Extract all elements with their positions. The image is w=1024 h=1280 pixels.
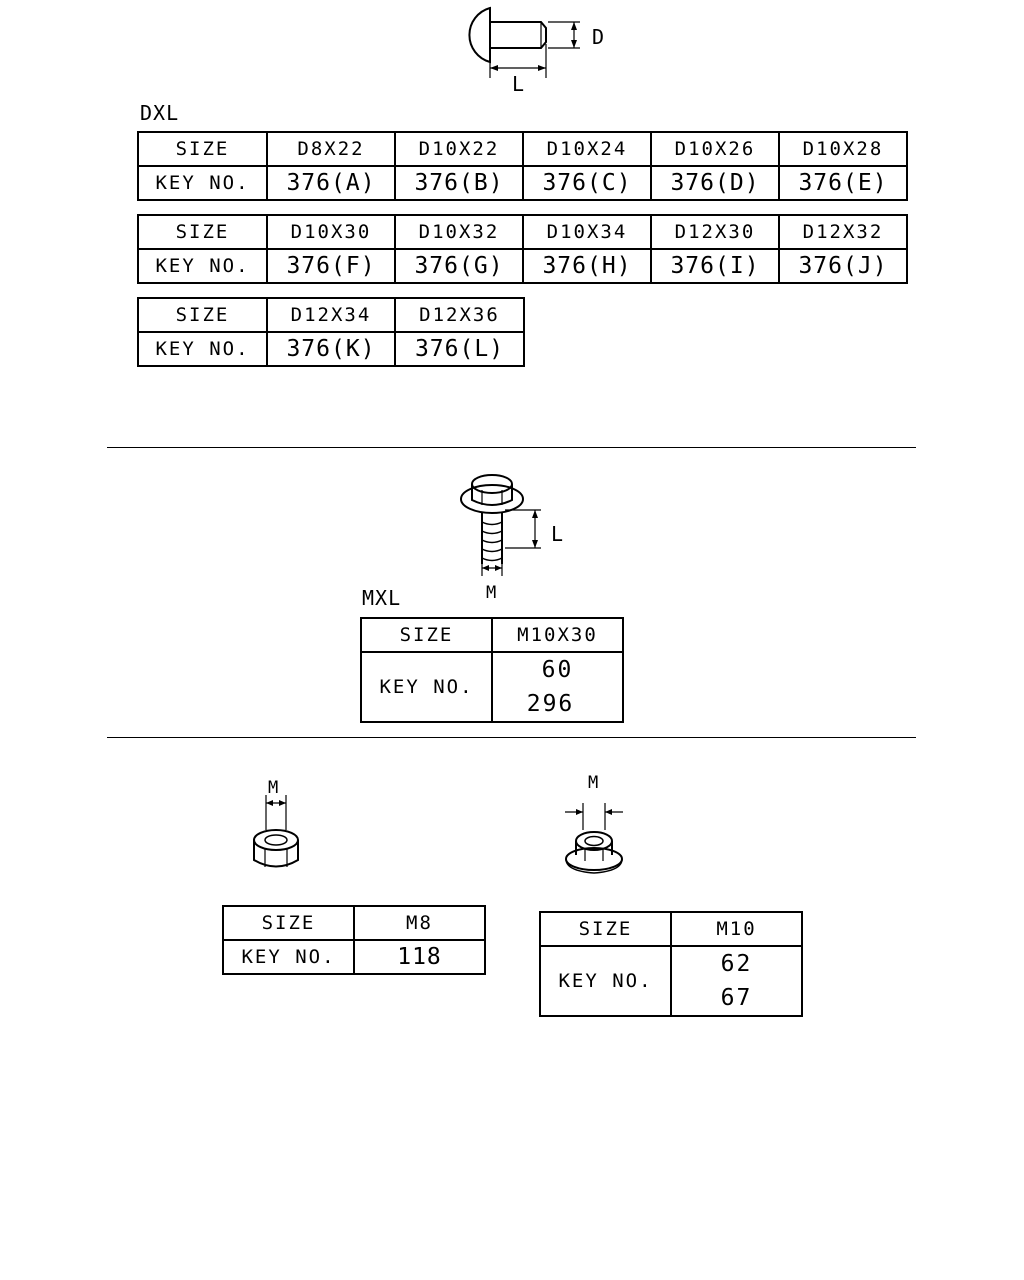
hex-nut-drawing xyxy=(253,795,299,868)
key-no-cell: 60 296 xyxy=(491,651,624,723)
bolt-dim-l-label: L xyxy=(551,522,565,546)
rivet-size-table-3: SIZE D12X34 D12X36 KEY NO. 376(K) 376(L) xyxy=(137,297,525,367)
size-cell: D10X30 xyxy=(266,214,396,250)
key-no-cell: 376(K) xyxy=(266,331,396,367)
key-no-cell: 376(C) xyxy=(522,165,652,201)
rivet-dim-l-label: L xyxy=(512,72,526,96)
key-no-header-cell: KEY NO. xyxy=(360,651,493,723)
key-no-cell: 376(D) xyxy=(650,165,780,201)
rivet-drawing xyxy=(468,6,580,78)
key-no-value: 296 xyxy=(526,691,575,717)
key-no-cell: 376(A) xyxy=(266,165,396,201)
key-no-header-cell: KEY NO. xyxy=(137,165,268,201)
size-cell: D8X22 xyxy=(266,131,396,167)
size-cell: D12X36 xyxy=(394,297,525,333)
flange-nut-size-table: SIZE M10 KEY NO. 62 67 xyxy=(539,911,803,1017)
key-no-header-cell: KEY NO. xyxy=(137,248,268,284)
section-divider xyxy=(107,447,916,448)
flange-nut-drawing xyxy=(565,803,623,874)
size-header-cell: SIZE xyxy=(539,911,672,947)
flange-bolt-drawing xyxy=(460,474,541,576)
size-cell: D12X32 xyxy=(778,214,908,250)
size-cell: D10X32 xyxy=(394,214,524,250)
key-no-cell: 376(F) xyxy=(266,248,396,284)
key-no-cell: 376(E) xyxy=(778,165,908,201)
key-no-cell: 62 67 xyxy=(670,945,803,1017)
size-cell: M10X30 xyxy=(491,617,624,653)
rivet-size-table-2: SIZE D10X30 D10X32 D10X34 D12X30 D12X32 … xyxy=(137,214,908,284)
key-no-cell: 376(H) xyxy=(522,248,652,284)
size-cell: D10X34 xyxy=(522,214,652,250)
size-cell: D12X30 xyxy=(650,214,780,250)
size-cell: D10X24 xyxy=(522,131,652,167)
key-no-cell: 376(G) xyxy=(394,248,524,284)
key-no-header-cell: KEY NO. xyxy=(137,331,268,367)
size-header-cell: SIZE xyxy=(360,617,493,653)
size-cell: M8 xyxy=(353,905,486,941)
rivet-dim-d-label: D xyxy=(592,25,606,49)
size-cell: D10X28 xyxy=(778,131,908,167)
size-cell: D12X34 xyxy=(266,297,396,333)
key-no-cell: 118 xyxy=(353,939,486,975)
bolt-size-table: SIZE M10X30 KEY NO. 60 296 xyxy=(360,617,624,723)
bolt-caption: MXL xyxy=(362,586,402,610)
size-header-cell: SIZE xyxy=(137,214,268,250)
flange-nut-dim-m-label: M xyxy=(588,773,600,793)
section-divider xyxy=(107,737,916,738)
size-cell: M10 xyxy=(670,911,803,947)
key-no-value: 62 xyxy=(720,951,753,977)
key-no-cell: 376(B) xyxy=(394,165,524,201)
bolt-dim-m-label: M xyxy=(486,583,498,603)
size-cell: D10X26 xyxy=(650,131,780,167)
key-no-cell: 376(L) xyxy=(394,331,525,367)
key-no-header-cell: KEY NO. xyxy=(539,945,672,1017)
size-header-cell: SIZE xyxy=(222,905,355,941)
key-no-value: 60 xyxy=(541,657,574,683)
key-no-cell: 376(J) xyxy=(778,248,908,284)
rivet-caption: DXL xyxy=(140,101,180,125)
key-no-header-cell: KEY NO. xyxy=(222,939,355,975)
nut-dim-m-label: M xyxy=(268,778,280,798)
size-cell: D10X22 xyxy=(394,131,524,167)
key-no-value: 67 xyxy=(720,985,753,1011)
rivet-size-table-1: SIZE D8X22 D10X22 D10X24 D10X26 D10X28 K… xyxy=(137,131,908,201)
size-header-cell: SIZE xyxy=(137,297,268,333)
nut-size-table: SIZE M8 KEY NO. 118 xyxy=(222,905,486,975)
key-no-cell: 376(I) xyxy=(650,248,780,284)
size-header-cell: SIZE xyxy=(137,131,268,167)
